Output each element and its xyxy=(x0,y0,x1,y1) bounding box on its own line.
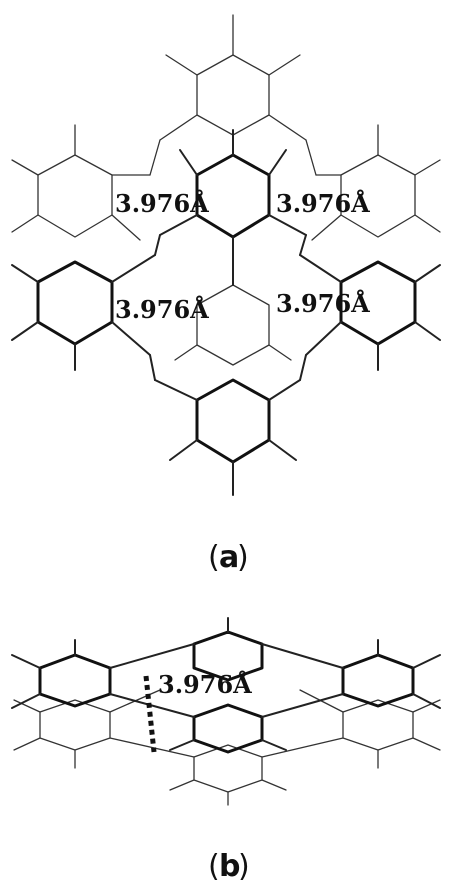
panel-label-open: ( xyxy=(208,849,220,884)
panel-b-structure: 3.976Å xyxy=(11,617,441,806)
distance-label: 3.976Å xyxy=(158,670,252,699)
panel-a-back-molecule xyxy=(11,14,441,366)
panel-label-close: ) xyxy=(237,540,249,575)
panel-label-open: ( xyxy=(208,540,220,575)
panel-b-back-molecule xyxy=(13,689,441,806)
distance-label: 3.976Å xyxy=(276,189,370,218)
panel-b-label: ( b ) xyxy=(208,849,250,884)
panel-a-structure: 3.976Å 3.976Å 3.976Å 3.976Å xyxy=(11,14,441,496)
ring-left-thin xyxy=(37,154,113,238)
distance-label: 3.976Å xyxy=(115,295,209,324)
panel-b-front-molecule xyxy=(11,617,441,754)
panel-a-label: ( a ) xyxy=(208,540,249,575)
ring-left-bold xyxy=(36,260,114,346)
ring-bottom-bold xyxy=(195,378,271,464)
panel-label-close: ) xyxy=(238,849,250,884)
panel-a-front-molecule xyxy=(11,129,441,496)
ring-top-thin xyxy=(196,54,270,136)
stacking-distance-marker xyxy=(143,675,157,753)
panel-label-letter: b xyxy=(219,849,240,884)
panel-label-letter: a xyxy=(219,540,239,575)
ring-center-bottom-thin xyxy=(196,284,270,366)
distance-label: 3.976Å xyxy=(115,189,209,218)
distance-label: 3.976Å xyxy=(276,289,370,318)
